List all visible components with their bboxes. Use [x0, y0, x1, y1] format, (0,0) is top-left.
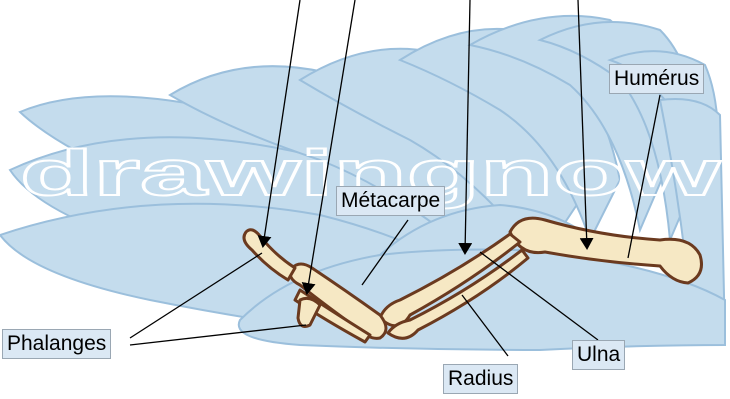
label-phalanges: Phalanges [2, 329, 111, 359]
label-metacarpe: Métacarpe [336, 186, 445, 216]
label-ulna: Ulna [572, 340, 625, 370]
label-radius: Radius [443, 364, 518, 394]
label-humerus: Humérus [609, 64, 704, 94]
